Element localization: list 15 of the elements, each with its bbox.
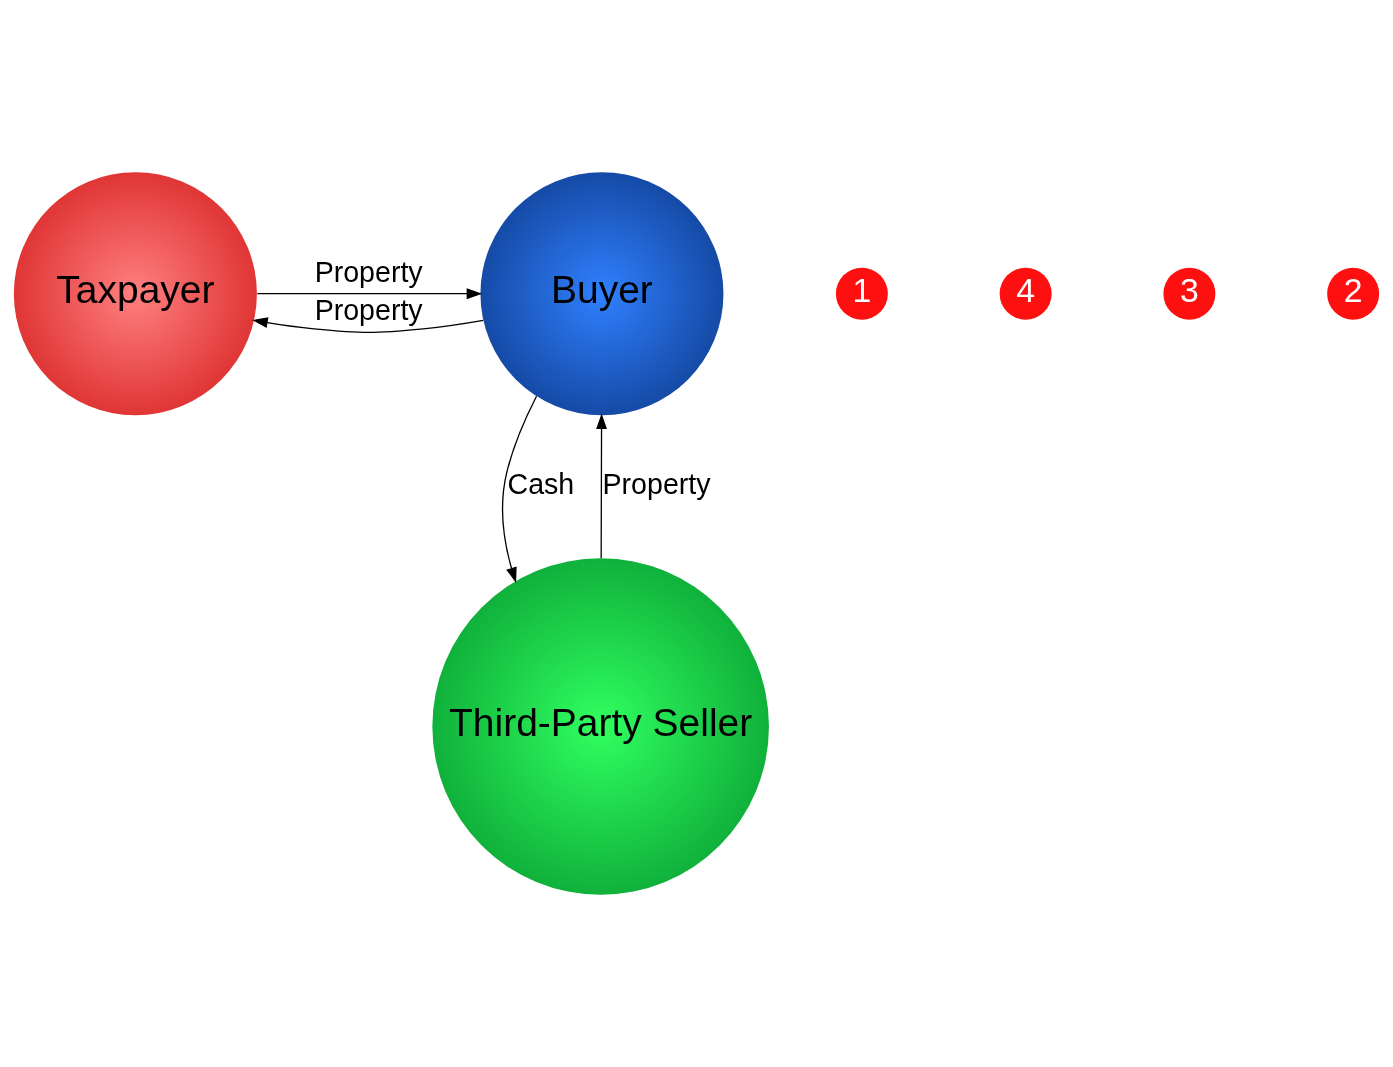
edge-label: Property: [602, 467, 711, 500]
arrow: [596, 413, 607, 559]
arrow: [501, 395, 538, 583]
node-circle: 2: [1327, 267, 1380, 320]
edge-label: Property: [314, 294, 423, 327]
arrow: [256, 288, 483, 300]
arrow: [252, 317, 484, 333]
node-circle: 4: [999, 267, 1052, 320]
node-circle: 1: [835, 267, 888, 320]
edge-label: Property: [314, 255, 423, 288]
node-circle: Buyer: [480, 172, 724, 416]
node-circle: Third-Party Seller: [432, 558, 769, 895]
node-circle: Taxpayer: [13, 172, 257, 416]
edge-label: Cash: [507, 467, 575, 500]
node-circle: 3: [1163, 267, 1216, 320]
